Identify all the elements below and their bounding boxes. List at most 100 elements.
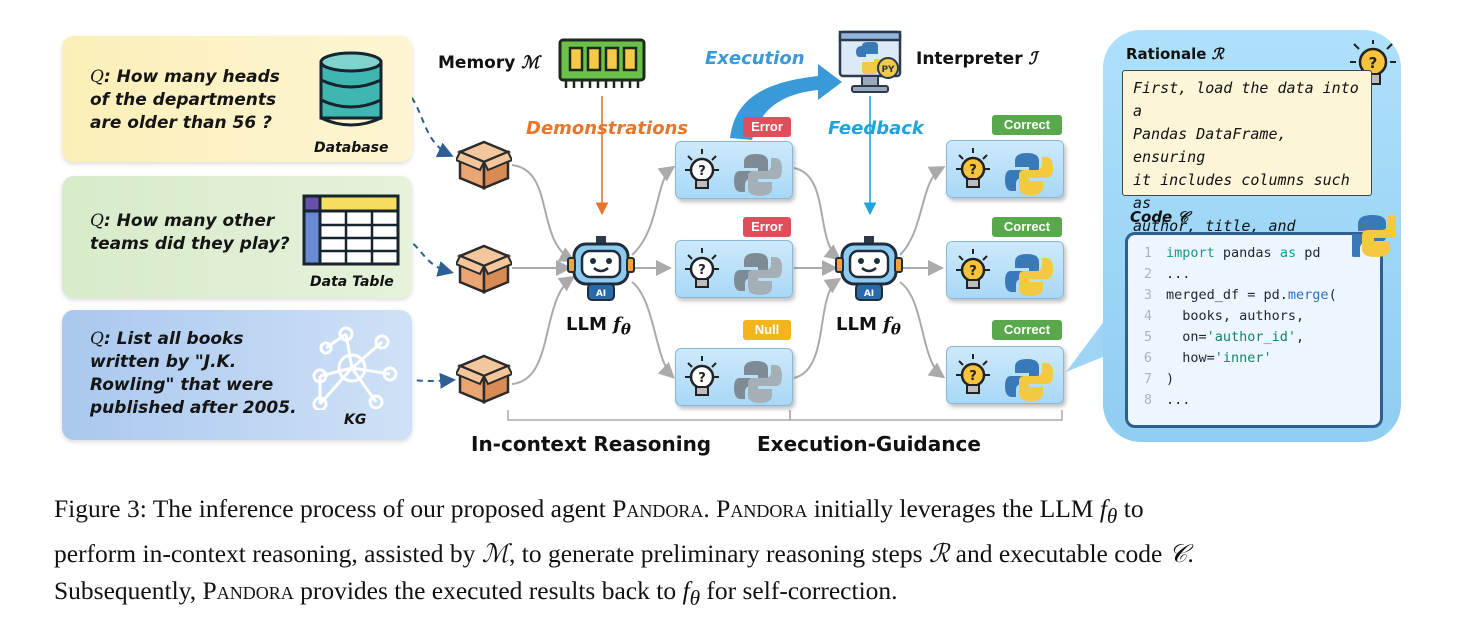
question-kg: Q: List all books written by "J.K. Rowli… xyxy=(90,329,297,418)
robot-chip-text-2: AI xyxy=(864,289,874,299)
stage2-tile-2: ? xyxy=(946,241,1064,299)
code-line-number: 6 xyxy=(1143,350,1152,366)
input-card-kg: Q: List all books written by "J.K. Rowli… xyxy=(62,310,412,440)
figure-canvas: Q: How many heads of the departments are… xyxy=(62,30,1401,456)
svg-text:?: ? xyxy=(698,263,706,278)
bracket-execution-guidance xyxy=(789,410,1063,421)
stage1-tile-3: ? xyxy=(675,348,793,406)
rationale-box: First, load the data into a Pandas DataF… xyxy=(1122,70,1372,281)
interpreter-badge: PY xyxy=(881,65,895,75)
svg-text:?: ? xyxy=(969,264,977,279)
code-title: Code 𝒞 xyxy=(1130,208,1189,226)
source-label-kg: KG xyxy=(344,412,367,428)
code-line-number: 8 xyxy=(1143,392,1152,408)
stage2-tile-3: ? xyxy=(946,346,1064,404)
python-icon xyxy=(1352,215,1396,257)
stage1-tile-1: ? xyxy=(675,141,793,199)
code-line-number: 4 xyxy=(1143,308,1152,324)
llm2-to-tile-3 xyxy=(899,281,946,379)
robot-icon-llm-1: AI xyxy=(567,236,635,301)
stage1-badge-3: Null xyxy=(743,320,791,340)
box-icon-3 xyxy=(456,354,512,404)
robot-icon-llm-2: AI xyxy=(835,236,903,301)
lightbulb-icon: ? xyxy=(956,249,990,289)
bracket-in-context xyxy=(507,410,791,421)
box-to-llm-arrow-1 xyxy=(511,164,576,262)
svg-text:?: ? xyxy=(698,371,706,386)
python-gray-icon xyxy=(734,361,782,403)
code-line-text: on='author_id', xyxy=(1166,329,1305,345)
rationale-title: Rationale ℛ xyxy=(1126,45,1224,63)
code-line-number: 1 xyxy=(1143,245,1152,261)
figure-caption: Figure 3: The inference process of our p… xyxy=(54,490,1434,617)
lightbulb-icon: ? xyxy=(685,248,719,288)
lightbulb-icon: ? xyxy=(956,148,990,188)
robot-chip-text-1: AI xyxy=(596,289,606,299)
input-card-database: Q: How many heads of the departments are… xyxy=(62,36,412,162)
stage2-tile-1: ? xyxy=(946,140,1064,198)
question-database: Q: How many heads of the departments are… xyxy=(90,67,280,133)
memory-label: Memory ℳ xyxy=(438,53,540,73)
llm2-to-tile-1 xyxy=(899,166,946,256)
lightbulb-icon: ? xyxy=(685,356,719,396)
source-label-database: Database xyxy=(314,140,389,156)
dashed-arrow-1 xyxy=(394,83,454,158)
code-line-text: ) xyxy=(1166,371,1175,387)
code-line-number: 5 xyxy=(1143,329,1152,345)
stage2-badge-2: Correct xyxy=(992,217,1062,237)
llm-label-2: LLM fθ xyxy=(836,314,901,339)
svg-text:?: ? xyxy=(969,369,977,384)
code-line-text: books, authors, xyxy=(1166,308,1305,324)
caption-line-3: Subsequently, Pandora provides the execu… xyxy=(54,576,898,611)
python-icon xyxy=(1005,254,1053,296)
dashed-arrow-2 xyxy=(394,231,454,277)
code-line-text: how='inner' xyxy=(1166,350,1272,366)
lightbulb-icon: ? xyxy=(956,354,990,394)
demonstrations-label: Demonstrations xyxy=(526,118,689,139)
dashed-arrow-3 xyxy=(384,371,456,389)
llm1-to-tile-1 xyxy=(631,165,676,256)
code-line-number: 3 xyxy=(1143,287,1152,303)
svg-text:?: ? xyxy=(969,163,977,178)
python-icon xyxy=(1005,153,1053,195)
tile-to-llm2-1 xyxy=(793,167,842,261)
code-line-text: ... xyxy=(1166,392,1191,408)
question-data-table: Q: How many other teams did they play? xyxy=(90,211,290,254)
execution-label: Execution xyxy=(705,48,805,69)
database-icon xyxy=(319,51,383,127)
code-line-number: 2 xyxy=(1143,266,1152,282)
svg-text:?: ? xyxy=(1369,54,1378,72)
code-line-text: ... xyxy=(1166,266,1191,282)
caption-line-1: Figure 3: The inference process of our p… xyxy=(54,494,1144,529)
code-line-number: 7 xyxy=(1143,371,1152,387)
code-line-text: merged_df = pd.merge( xyxy=(1166,287,1337,303)
section-in-context-reasoning: In-context Reasoning xyxy=(471,432,712,456)
input-card-data-table: Q: How many other teams did they play? D… xyxy=(62,176,412,298)
lightbulb-icon: ? xyxy=(685,149,719,189)
caption-line-2: perform in-context reasoning, assisted b… xyxy=(54,539,1194,569)
box-icon-2 xyxy=(456,244,512,294)
stage1-badge-1: Error xyxy=(743,117,791,137)
stage2-badge-3: Correct xyxy=(992,320,1062,340)
interpreter-monitor-icon: PY xyxy=(838,30,902,93)
memory-chip-icon xyxy=(558,38,646,88)
llm-label-1: LLM fθ xyxy=(566,314,631,339)
stage1-badge-2: Error xyxy=(743,217,791,237)
python-gray-icon xyxy=(734,253,782,295)
box-to-llm-arrow-3 xyxy=(511,275,576,385)
knowledge-graph-icon xyxy=(312,326,398,410)
llm1-to-tile-3 xyxy=(631,281,675,379)
feedback-label: Feedback xyxy=(828,118,924,139)
section-execution-guidance: Execution-Guidance xyxy=(757,432,981,456)
data-table-icon xyxy=(302,194,400,266)
python-icon xyxy=(1005,359,1053,401)
code-line-text: import pandas as pd xyxy=(1166,245,1321,261)
source-label-data-table: Data Table xyxy=(310,274,394,290)
stage1-tile-2: ? xyxy=(675,240,793,298)
stage2-badge-1: Correct xyxy=(992,115,1062,135)
tile-to-llm2-3 xyxy=(793,277,842,379)
box-icon-1 xyxy=(456,140,512,190)
python-gray-icon xyxy=(734,154,782,196)
svg-text:?: ? xyxy=(698,164,706,179)
code-box: 1 import pandas as pd 2... 3 merged_df = pd.… xyxy=(1125,232,1383,428)
